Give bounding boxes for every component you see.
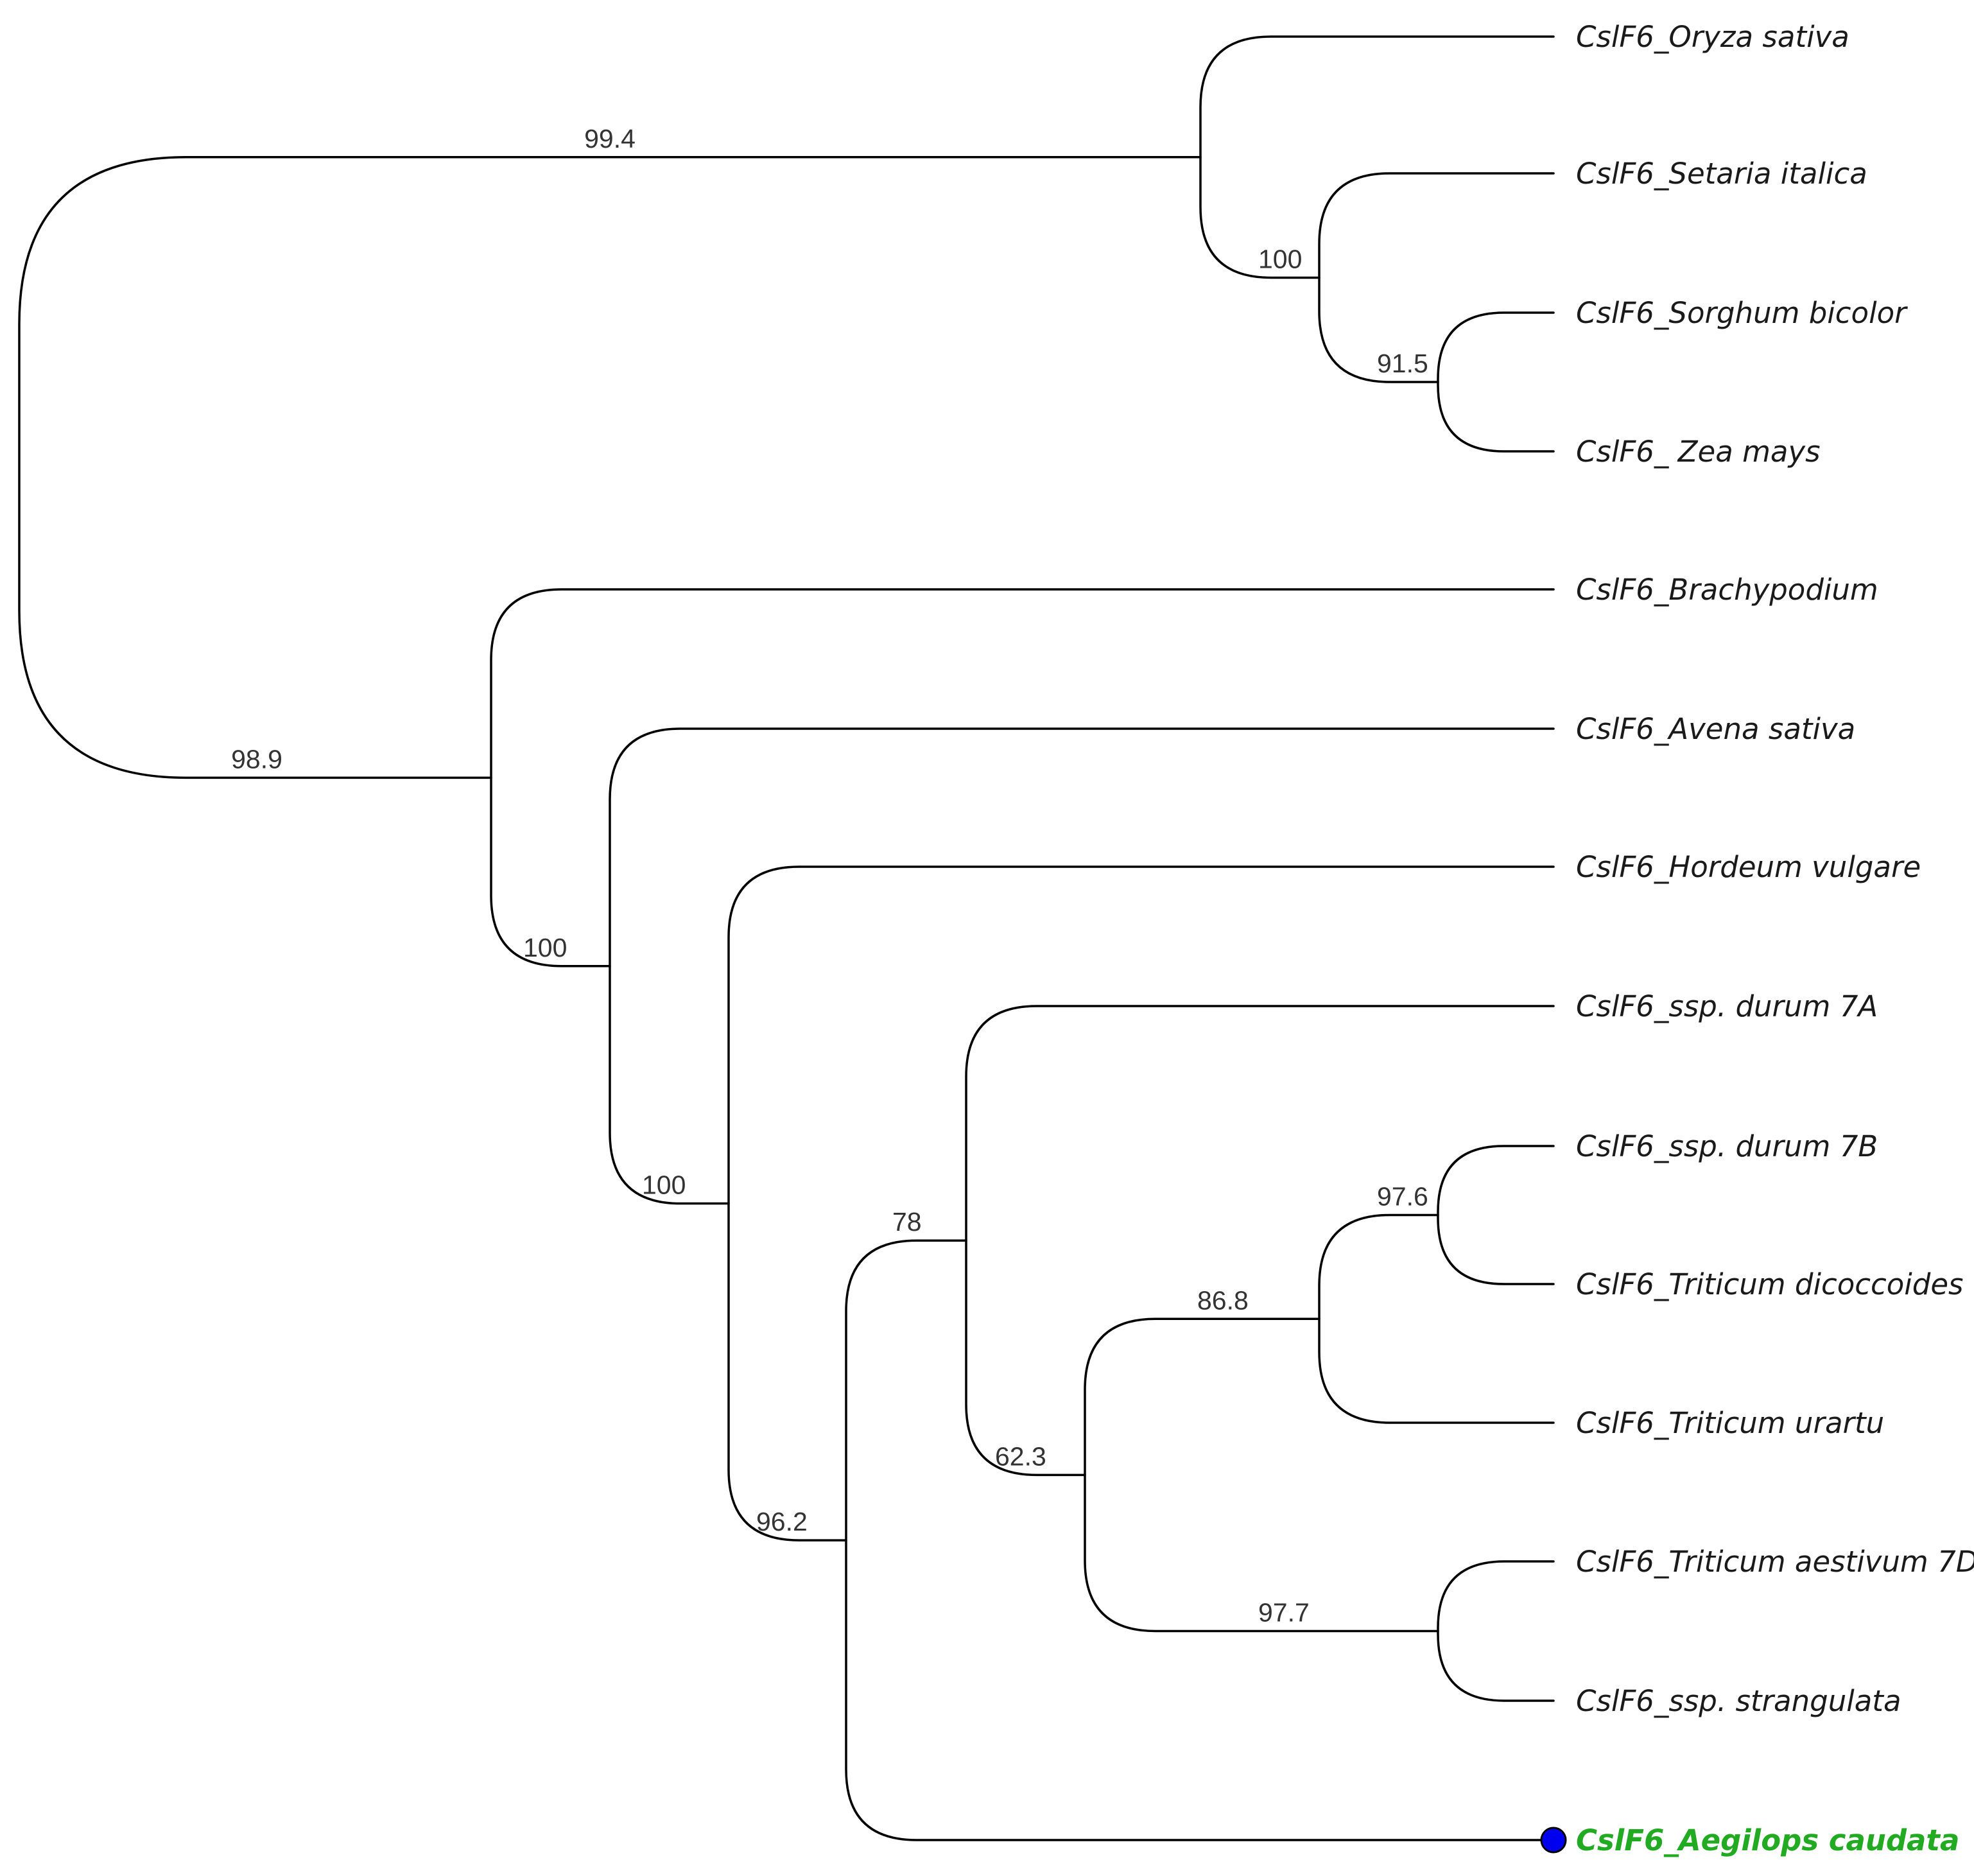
bootstrap-value: 91.5 (1377, 349, 1428, 378)
branch-n_tri (965, 1005, 1555, 1477)
leaf-label-setaria: CslF6_Setaria italica (1576, 157, 1867, 191)
branch-n_pooi (490, 588, 1555, 968)
leaf-label-avena: CslF6_Avena sativa (1576, 712, 1855, 746)
bootstrap-values: 91.5 100 97.6 86.8 97.7 62.3 78 96.2 100 100 99.4 9… (231, 124, 1428, 1628)
branch-n_ta (845, 1239, 1555, 1841)
branch-n_ht (727, 865, 1555, 1542)
bootstrap-value: 98.9 (231, 744, 282, 774)
leaf-label-caudata: CslF6_Aegilops caudata (1576, 1823, 1959, 1857)
leaf-label-dicoccoides: CslF6_Triticum dicoccoides (1576, 1267, 1963, 1301)
bootstrap-value: 86.8 (1197, 1285, 1249, 1315)
leaf-label-sorghum: CslF6_Sorghum bicolor (1576, 296, 1908, 330)
branch-root (18, 156, 1202, 779)
leaf-label-aestivum: CslF6_Triticum aestivum 7D (1576, 1545, 1974, 1579)
bootstrap-value: 97.6 (1377, 1182, 1428, 1212)
branch-n_ssz (1318, 172, 1555, 383)
bootstrap-value: 100 (1258, 245, 1302, 274)
branch-n_dd (1437, 1145, 1555, 1285)
branch-n_opan (1199, 35, 1555, 279)
leaf-label-strangulata: CslF6_ssp. strangulata (1576, 1684, 1901, 1718)
branch-n_ddu (1318, 1213, 1555, 1424)
leaf-label-brachy: CslF6_Brachypodium (1576, 573, 1878, 607)
bootstrap-value: 96.2 (756, 1507, 808, 1536)
leaf-label-urartu: CslF6_Triticum urartu (1576, 1406, 1884, 1440)
branch-n_in (1084, 1317, 1439, 1633)
leaf-label-durum7b: CslF6_ssp. durum 7B (1576, 1129, 1878, 1163)
branch-n_sz (1437, 311, 1555, 453)
leaf-label-oryza: CslF6_Oryza sativa (1576, 20, 1849, 54)
bootstrap-value: 97.7 (1258, 1598, 1310, 1628)
branch-n_aht (609, 727, 1555, 1205)
bootstrap-value: 99.4 (584, 124, 636, 153)
branch-n_as (1437, 1560, 1555, 1702)
bootstrap-value: 62.3 (995, 1441, 1046, 1471)
bootstrap-value: 78 (892, 1207, 922, 1237)
leaf-label-durum7a: CslF6_ssp. durum 7A (1576, 989, 1878, 1023)
leaf-label-hordeum: CslF6_Hordeum vulgare (1576, 850, 1921, 884)
highlight-marker-icon (1540, 1827, 1567, 1854)
leaf-label-zea: CslF6_ Zea mays (1576, 435, 1821, 469)
tree-branches (18, 35, 1555, 1841)
bootstrap-value: 100 (642, 1170, 686, 1200)
bootstrap-value: 100 (523, 933, 567, 962)
